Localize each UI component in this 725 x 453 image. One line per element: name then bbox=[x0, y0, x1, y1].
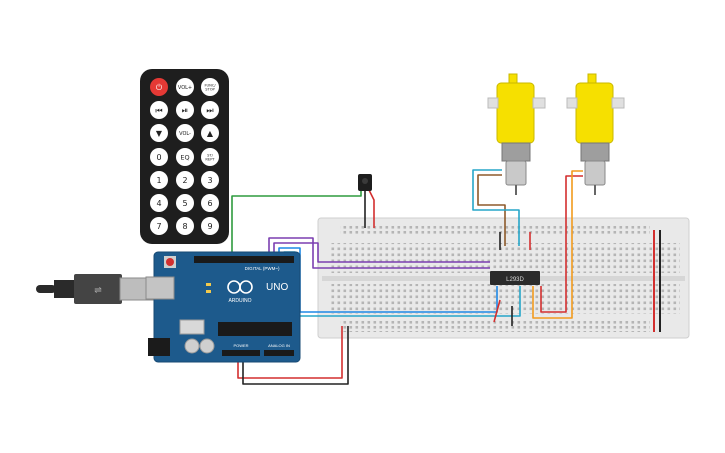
digit-8-label: 8 bbox=[182, 222, 187, 231]
arduino-logo bbox=[227, 280, 253, 294]
wire-gnd-black bbox=[242, 326, 349, 385]
vol-plus-button[interactable]: VOL+ bbox=[176, 78, 194, 96]
rewind-label: ⏮ bbox=[155, 106, 162, 115]
ir-receiver[interactable] bbox=[358, 174, 372, 191]
power-label: ⏻ bbox=[156, 83, 163, 92]
remote-button-grid: ⏻ VOL+ FUNC/STOP ⏮ ⏯ ⏭ ▼ VOL- ▲ 0 EQ ST/REPT 1 2 3 4 5 6 7… bbox=[150, 78, 219, 235]
digit-3-label: 3 bbox=[207, 176, 212, 185]
st-rept-label: ST/REPT bbox=[205, 154, 215, 162]
brand-label: ARDUINO bbox=[228, 298, 251, 304]
wire-motor2-orange bbox=[532, 170, 583, 319]
digit-4-label: 4 bbox=[156, 199, 161, 208]
digit-2-button[interactable]: 2 bbox=[176, 171, 194, 189]
digit-1-label: 1 bbox=[156, 176, 161, 185]
digital-label: DIGITAL (PWM~) bbox=[245, 266, 280, 271]
reset-button[interactable] bbox=[166, 258, 174, 266]
power-header bbox=[222, 350, 260, 356]
down-button[interactable]: ▼ bbox=[150, 124, 168, 142]
ir-remote[interactable]: ⏻ VOL+ FUNC/STOP ⏮ ⏯ ⏭ ▼ VOL- ▲ 0 EQ ST/REPT 1 2 3 4 5 6 7… bbox=[140, 69, 229, 244]
play-pause-label: ⏯ bbox=[182, 106, 188, 115]
power-button[interactable]: ⏻ bbox=[150, 78, 168, 96]
digit-5-label: 5 bbox=[182, 199, 187, 208]
dc-motor-1[interactable] bbox=[487, 73, 546, 195]
digit-6-label: 6 bbox=[207, 199, 212, 208]
down-label: ▼ bbox=[156, 129, 163, 138]
wire-green bbox=[231, 190, 362, 252]
digit-0-button[interactable]: 0 bbox=[150, 148, 168, 166]
up-button[interactable]: ▲ bbox=[201, 124, 219, 142]
jumper-bottom-red bbox=[493, 299, 501, 323]
rewind-button[interactable]: ⏮ bbox=[150, 101, 168, 119]
fast-forward-label: ⏭ bbox=[206, 106, 213, 115]
digit-4-button[interactable]: 4 bbox=[150, 194, 168, 212]
st-rept-button[interactable]: ST/REPT bbox=[201, 148, 219, 166]
digit-6-button[interactable]: 6 bbox=[201, 194, 219, 212]
vol-plus-label: VOL+ bbox=[178, 85, 192, 91]
up-label: ▲ bbox=[207, 129, 214, 138]
dc-motor-2[interactable] bbox=[566, 73, 625, 195]
digit-5-button[interactable]: 5 bbox=[176, 194, 194, 212]
digit-1-button[interactable]: 1 bbox=[150, 171, 168, 189]
wire-purple-2 bbox=[273, 242, 490, 263]
play-pause-button[interactable]: ⏯ bbox=[176, 101, 194, 119]
digit-7-button[interactable]: 7 bbox=[150, 217, 168, 235]
digit-2-label: 2 bbox=[182, 176, 187, 185]
digit-7-label: 7 bbox=[156, 222, 161, 231]
eq-label: EQ bbox=[180, 153, 189, 161]
func-stop-button[interactable]: FUNC/STOP bbox=[201, 78, 219, 96]
digit-8-button[interactable]: 8 bbox=[176, 217, 194, 235]
eq-button[interactable]: EQ bbox=[176, 148, 194, 166]
atmega-chip bbox=[218, 322, 292, 336]
func-stop-label: FUNC/STOP bbox=[204, 84, 216, 92]
digit-0-label: 0 bbox=[156, 153, 161, 162]
vol-minus-button[interactable]: VOL- bbox=[176, 124, 194, 142]
digit-9-label: 9 bbox=[207, 222, 212, 231]
analog-label: ANALOG IN bbox=[268, 343, 290, 348]
digit-9-button[interactable]: 9 bbox=[201, 217, 219, 235]
wire-ir-vcc bbox=[368, 189, 375, 228]
digit-3-button[interactable]: 3 bbox=[201, 171, 219, 189]
wire-motor1-cyan bbox=[472, 169, 520, 246]
wire-brown bbox=[477, 174, 506, 246]
digital-header bbox=[194, 256, 294, 263]
vol-minus-label: VOL- bbox=[179, 131, 191, 137]
wire-5v-red bbox=[237, 326, 343, 379]
usb-cable: ⇌ bbox=[36, 274, 155, 304]
wire-purple-1 bbox=[268, 237, 490, 269]
chip-label: L293D bbox=[506, 277, 524, 283]
fast-forward-button[interactable]: ⏭ bbox=[201, 101, 219, 119]
l293d-chip[interactable]: L293D bbox=[490, 271, 540, 285]
arduino-uno[interactable]: DIGITAL (PWM~) UNO ARDUINO POWER ANALOG … bbox=[145, 251, 301, 363]
usb-icon: ⇌ bbox=[94, 285, 102, 295]
power-label: POWER bbox=[233, 343, 248, 348]
model-label: UNO bbox=[266, 282, 288, 293]
analog-header bbox=[264, 350, 294, 356]
